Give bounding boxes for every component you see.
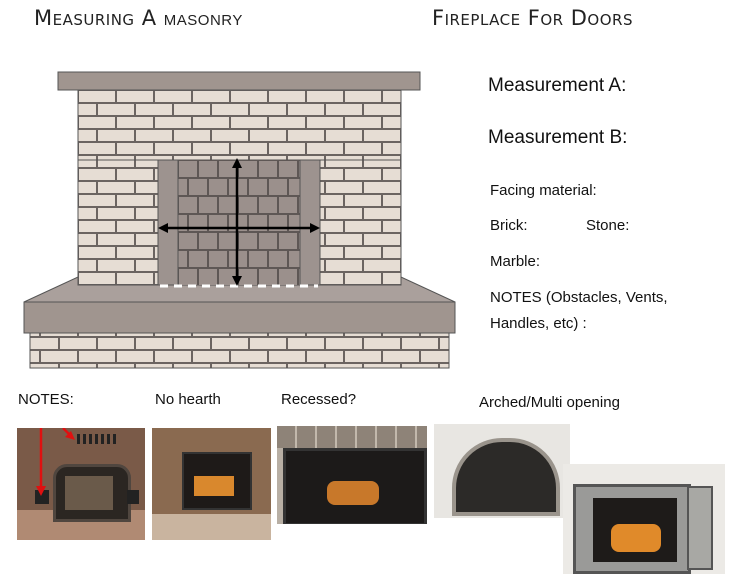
caption-recessed: Recessed? <box>281 391 357 408</box>
mantel <box>57 71 421 91</box>
measurement-a-label: Measurement A: <box>488 75 627 96</box>
base-bricks <box>29 332 450 369</box>
firebox-back <box>178 160 300 285</box>
hearth-slab <box>23 301 456 334</box>
measurement-arrows <box>158 158 320 286</box>
photo-notes-example <box>17 428 145 540</box>
photo-recessed <box>277 426 427 524</box>
stone-label: Stone: <box>586 217 630 234</box>
title-masonry: MASONRY <box>163 12 243 29</box>
fireplace-diagram <box>23 71 456 369</box>
notes-label-line1: NOTES (Obstacles, Vents, <box>490 289 668 306</box>
photo-arched <box>434 424 570 518</box>
firebox-left-wall <box>157 159 179 286</box>
firebox-right-wall <box>299 159 321 286</box>
facing-material-label: Facing material: <box>490 182 597 199</box>
caption-no-hearth: No hearth <box>155 391 221 408</box>
caption-notes: NOTES: <box>18 391 74 408</box>
measurement-b-label: Measurement B: <box>488 127 628 148</box>
photo-no-hearth <box>152 428 271 540</box>
notes-label-line2: Handles, etc) : <box>490 315 587 332</box>
brick-label: Brick: <box>490 217 528 234</box>
red-arrows-icon <box>36 428 75 496</box>
photo-multi-opening <box>563 464 725 574</box>
marble-label: Marble: <box>490 253 541 270</box>
caption-arched: Arched/Multi opening <box>479 394 620 411</box>
title-measuring-a: Measuring A <box>34 6 157 30</box>
title-left: Measuring A MASONRY <box>34 6 243 30</box>
title-right: Fireplace For Doors <box>432 6 633 30</box>
